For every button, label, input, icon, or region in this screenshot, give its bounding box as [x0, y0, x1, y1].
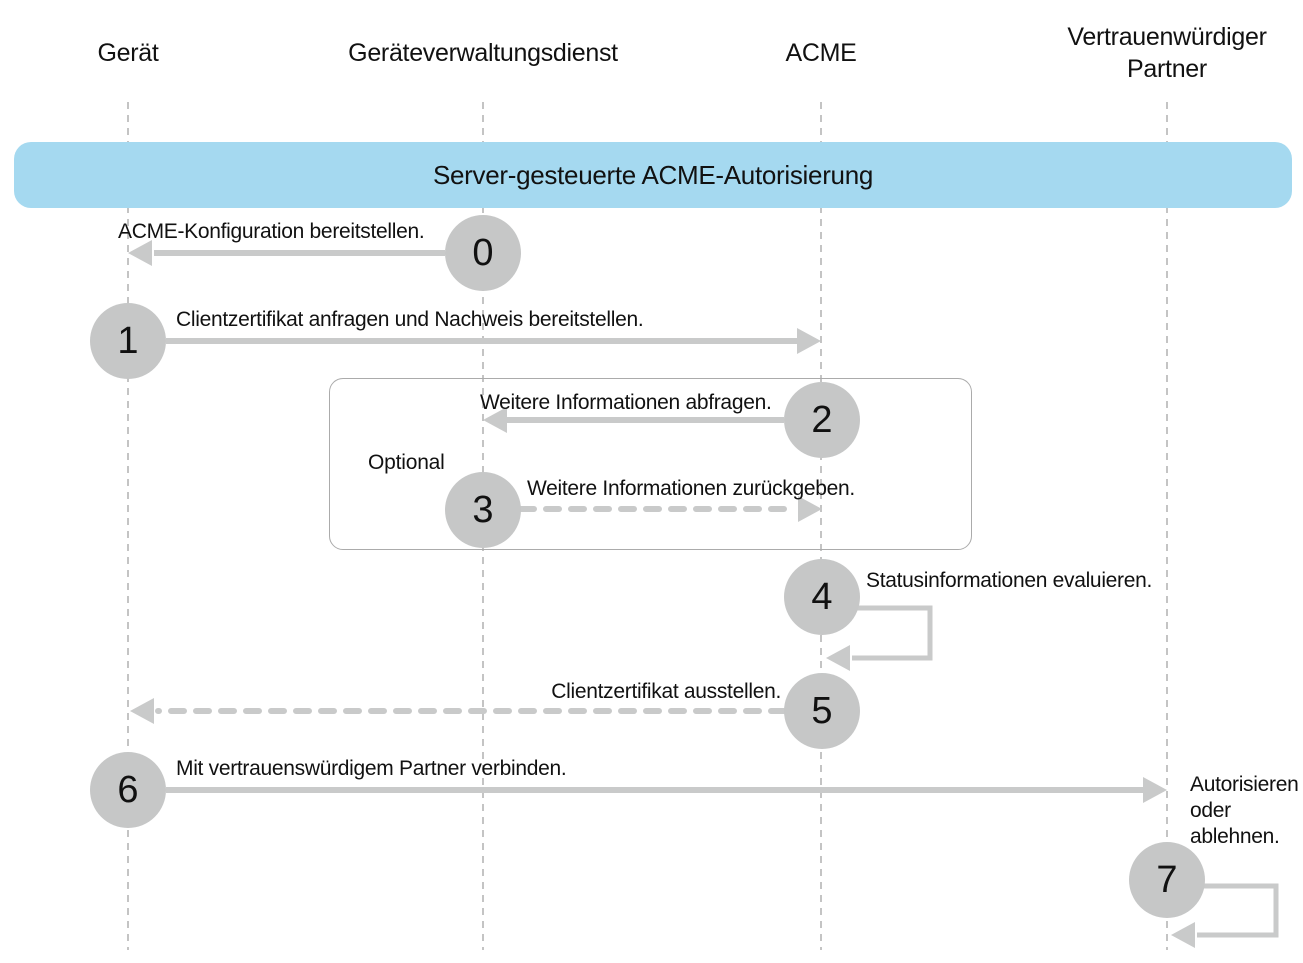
message-step-6: Mit vertrauenswürdigem Partner verbinden… [176, 757, 567, 780]
step-circle-5: 5 [784, 673, 860, 749]
arrow-step-2 [483, 407, 784, 433]
participant-acme: ACME [785, 39, 857, 67]
step-circle-7: 7 [1129, 842, 1205, 918]
message-step-5: Clientzertifikat ausstellen. [551, 680, 781, 703]
arrow-step-4-self-loop [824, 605, 933, 671]
step-circle-0: 0 [445, 215, 521, 291]
optional-group-label: Optional [368, 451, 445, 474]
message-step-0: ACME-Konfiguration bereitstellen. [118, 220, 425, 243]
arrow-step-5 [130, 698, 787, 724]
arrow-step-6 [166, 777, 1167, 803]
participant-geraeteverwaltungsdienst: Geräteverwaltungsdienst [348, 39, 618, 67]
message-step-4: Statusinformationen evaluieren. [866, 569, 1153, 592]
message-step-3: Weitere Informationen zurückgeben. [527, 477, 855, 500]
message-step-2: Weitere Informationen abfragen. [480, 391, 772, 414]
message-step-7: Autorisieren oder ablehnen. [1190, 773, 1299, 848]
banner-title: Server-gesteuerte ACME-Autorisierung [432, 159, 874, 190]
arrow-step-0 [128, 240, 445, 266]
step-circle-4: 4 [784, 559, 860, 635]
arrow-step-7-self-loop [1167, 883, 1279, 948]
banner-server-gesteuerte-acme-autorisierung: Server-gesteuerte ACME-Autorisierung [14, 142, 1292, 208]
participant-geraet: Gerät [97, 39, 159, 67]
step-circle-3: 3 [445, 472, 521, 548]
optional-group-box [329, 378, 972, 550]
step-circle-6: 6 [90, 752, 166, 828]
arrow-step-1 [166, 328, 821, 354]
message-step-1: Clientzertifikat anfragen und Nachweis b… [176, 308, 644, 331]
participant-partner: Vertrauenwürdiger Partner [1067, 23, 1267, 83]
step-circle-1: 1 [90, 303, 166, 379]
arrow-step-3 [518, 496, 822, 522]
step-circle-2: 2 [784, 382, 860, 458]
